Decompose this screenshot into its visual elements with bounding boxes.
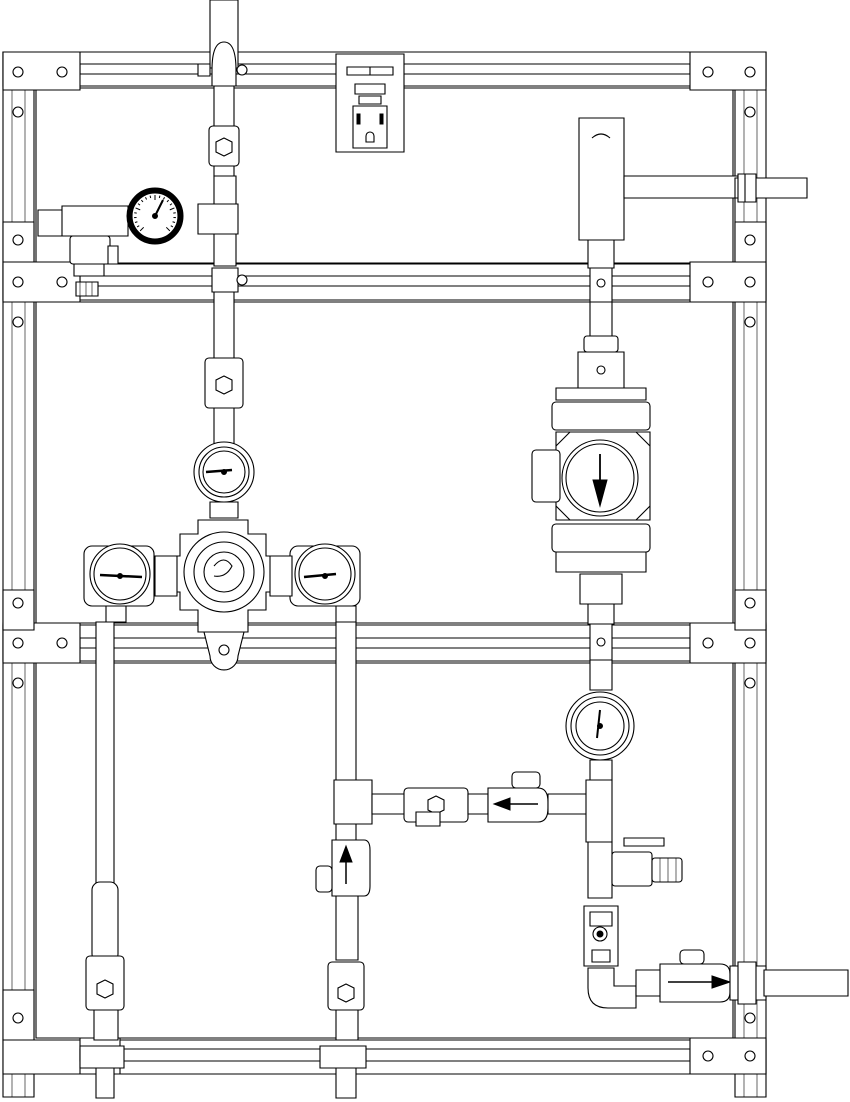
pressure-relief-valve — [70, 236, 110, 264]
left-frame-post — [3, 52, 34, 1097]
panel-3 — [36, 663, 733, 1038]
gauge-tick — [136, 208, 141, 210]
drain-valve-handle[interactable] — [624, 838, 664, 846]
temperature-gauge-left — [84, 544, 177, 622]
pump-motor-box — [532, 450, 560, 502]
pipe-clamp-top — [198, 64, 210, 76]
right-frame-post — [735, 52, 766, 1097]
gauge-tick — [145, 197, 146, 199]
temperature-gauge-outlet — [194, 442, 254, 518]
pipe-clamp-bottom-center — [320, 1046, 366, 1068]
return-outlet-assembly — [584, 838, 848, 1008]
gauge-tick — [163, 197, 164, 199]
pipe-clamp-bottom-left — [80, 1046, 124, 1068]
gauge-tick — [171, 226, 173, 227]
pipe-elbow — [212, 42, 236, 86]
hot-supply-line — [205, 268, 247, 444]
supply-tee — [198, 204, 238, 234]
recirculation-line — [372, 772, 612, 842]
thermostatic-mixing-valve — [170, 520, 276, 670]
flow-arrow-right — [712, 976, 730, 988]
bolt-holes — [13, 67, 755, 1061]
left-supply-riser — [198, 0, 247, 266]
recirc-tee — [334, 780, 372, 824]
aquastat-control — [579, 118, 624, 240]
gauge-tick — [166, 227, 170, 231]
cold-supply-line — [316, 622, 372, 1098]
return-elbow — [588, 968, 636, 1008]
gauge-tick — [167, 200, 169, 202]
gauge-tick — [141, 200, 143, 202]
gauge-tick — [170, 208, 175, 210]
valve-handle-left[interactable] — [92, 882, 118, 962]
drain-ball-valve — [612, 852, 652, 886]
check-valve-center — [332, 840, 370, 896]
return-stub-pipe — [764, 970, 848, 996]
panel-2 — [36, 302, 733, 623]
gauge-tick — [159, 196, 160, 198]
left-lower-line — [80, 622, 124, 1098]
gauge-tick — [138, 204, 140, 205]
flow-arrow-down — [593, 480, 607, 506]
electrical-outlet-box — [336, 54, 404, 152]
gauge-tick — [173, 222, 175, 223]
gauge-tick — [135, 222, 137, 223]
pressure-gauge — [127, 188, 183, 244]
pipe-clamp-middle — [212, 268, 238, 292]
temperature-gauge-return — [566, 692, 634, 780]
corner-brackets — [3, 52, 766, 1074]
return-tee — [586, 780, 612, 842]
temperature-gauge-right — [270, 544, 360, 622]
gauge-tick — [150, 196, 151, 198]
gauge-tick — [170, 204, 172, 205]
pressure-gauge-branch — [38, 188, 183, 296]
pump-assembly — [532, 118, 807, 690]
gauge-tick — [137, 226, 139, 227]
gauge-tick — [140, 227, 144, 231]
